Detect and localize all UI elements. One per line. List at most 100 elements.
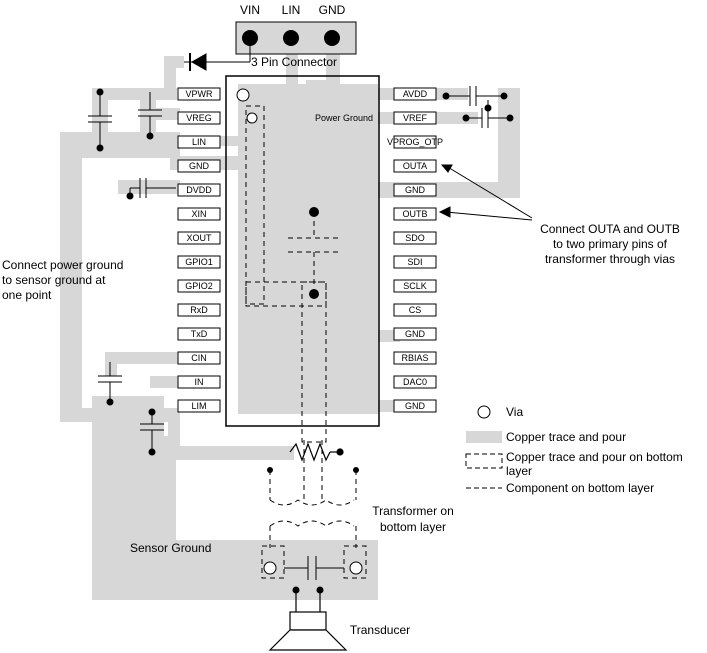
chip-pin-left-label: CIN (191, 353, 207, 363)
capacitor-vpwr (88, 88, 112, 152)
chip-pin-left-label: TxD (191, 329, 208, 339)
chip-pin-left-13: LIM (177, 399, 221, 413)
chip-pin-left-label: VPWR (186, 89, 214, 99)
chip-pin-left-9: RxD (177, 303, 221, 317)
chip-pin-right-label: SCLK (403, 281, 427, 291)
chip-pin-left-10: TxD (177, 327, 221, 341)
chip-pin-right-label: GND (405, 401, 426, 411)
note-outab-line-3: transformer through vias (545, 252, 675, 266)
three-pin-connector: VIN LIN GND 3 Pin Connector (235, 3, 357, 69)
chip-pin-right-label: DAC0 (403, 377, 427, 387)
chip-pin-right-6: SDO (393, 231, 437, 245)
chip-pin-left-7: GPIO1 (177, 255, 221, 269)
transducer-symbol (268, 590, 348, 651)
chip-pin-right-5: OUTB (393, 207, 437, 221)
chip-outline (225, 75, 380, 427)
transformer-label-line-2: bottom layer (380, 520, 446, 534)
chip-pin-left-label: GPIO1 (185, 257, 213, 267)
chip-pin-left-label: GPIO2 (185, 281, 213, 291)
resistor-symbol (289, 442, 344, 462)
chip-pin-right-label: SDO (405, 233, 425, 243)
chip-pin-left-5: XIN (177, 207, 221, 221)
chip-pin-left-label: VREG (186, 113, 212, 123)
chip-pin-right-4: GND (393, 183, 437, 197)
chip-pin-right-12: DAC0 (393, 375, 437, 389)
capacitor-cin (98, 362, 122, 406)
chip-pin-right-label: VPROG_OTP (387, 137, 443, 147)
chip-pin-left-label: XOUT (186, 233, 212, 243)
chip-via-top (236, 88, 250, 102)
chip-pin-left-label: LIM (191, 401, 206, 411)
annotation-arrows (438, 164, 533, 221)
chip-pin-right-label: RBIAS (401, 353, 428, 363)
transformer-label-line-1: Transformer on (372, 504, 454, 518)
chip-pin-right-8: SCLK (393, 279, 437, 293)
chip-pin-right-label: VREF (403, 113, 428, 123)
legend-bottom-component-label: Component on bottom layer (506, 481, 654, 495)
chip-pin-right-2: VPROG_OTP (387, 135, 443, 149)
chip-pin-left-8: GPIO2 (177, 279, 221, 293)
chip-pin-left-label: IN (195, 377, 204, 387)
chip-pin-right-3: OUTA (393, 159, 437, 173)
chip-pin-left-12: IN (177, 375, 221, 389)
diode-symbol (184, 38, 251, 71)
chip-pin-left-3: GND (177, 159, 221, 173)
bottom-layer-traces (245, 105, 367, 579)
legend-via-label: Via (506, 405, 523, 419)
legend-copper-swatch (466, 431, 502, 443)
chip-pin-right-label: GND (405, 329, 426, 339)
sensor-ground-label: Sensor Ground (130, 541, 211, 555)
transducer-label: Transducer (350, 623, 410, 637)
capacitor-avdd (442, 86, 508, 106)
chip-pin-right-11: RBIAS (393, 351, 437, 365)
legend-bottom-copper-label-1: Copper trace and pour on bottom (506, 450, 683, 464)
capacitor-vreg (138, 92, 162, 140)
chip-pin-right-label: GND (405, 185, 426, 195)
chip-pin-right-7: SDI (393, 255, 437, 269)
chip-pin-left-4: DVDD (177, 183, 221, 197)
connector-pin-label-gnd: GND (319, 3, 346, 17)
chip-pin-right-10: GND (393, 327, 437, 341)
chip-pin-left-label: LIN (192, 137, 206, 147)
chip-pin-right-label: OUTB (402, 209, 427, 219)
chip-pin-right-1: VREF (393, 111, 437, 125)
chip-pin-left-6: XOUT (177, 231, 221, 245)
connector-pin-label-lin: LIN (282, 3, 301, 17)
chip-pin-right-0: AVDD (393, 87, 437, 101)
chip-pin-left-label: DVDD (186, 185, 212, 195)
chip-pin-right-label: AVDD (403, 89, 428, 99)
legend: Via Copper trace and pour Copper trace a… (465, 405, 683, 495)
power-ground-label: Power Ground (315, 113, 373, 123)
chip-pin-left-label: GND (189, 161, 210, 171)
legend-copper-label: Copper trace and pour (506, 430, 626, 444)
note-ground-line-1: Connect power ground (2, 258, 123, 272)
legend-bottom-copper-label-2: layer (506, 464, 532, 478)
chip-pin-right-label: CS (409, 305, 422, 315)
note-outab-line-2: to two primary pins of (553, 237, 668, 251)
chip-pin-right-13: GND (393, 399, 437, 413)
chip-pin-left-label: XIN (191, 209, 206, 219)
chip-pin-right-9: CS (393, 303, 437, 317)
bottom-layer-vias (246, 112, 363, 575)
chip-pin-left-11: CIN (177, 351, 221, 365)
chip-pin-left-label: RxD (190, 305, 208, 315)
note-ground-line-2: to sensor ground at (2, 273, 106, 287)
legend-via-icon (477, 405, 491, 419)
capacitor-lim (140, 408, 164, 456)
connector-pin-gnd (324, 30, 340, 46)
chip-pin-right-label: SDI (407, 257, 422, 267)
chip-pin-left-0: VPWR (177, 87, 221, 101)
chip-pin-left-1: VREG (177, 111, 221, 125)
note-ground-line-3: one point (2, 288, 52, 302)
chip-pin-right-label: OUTA (403, 161, 427, 171)
chip-right-pins: AVDD VREF VPROG_OTP OUTA GND OUTB SDO SDI SCLK CS… (387, 87, 443, 413)
ic-chip: Power Ground (225, 75, 380, 427)
capacitor-vref (462, 100, 514, 128)
capacitors (88, 86, 514, 456)
connector-title: 3 Pin Connector (251, 55, 337, 69)
note-outab-line-1: Connect OUTA and OUTB (540, 222, 680, 236)
legend-bottom-copper-swatch (465, 453, 503, 469)
connector-pin-lin (283, 30, 299, 46)
